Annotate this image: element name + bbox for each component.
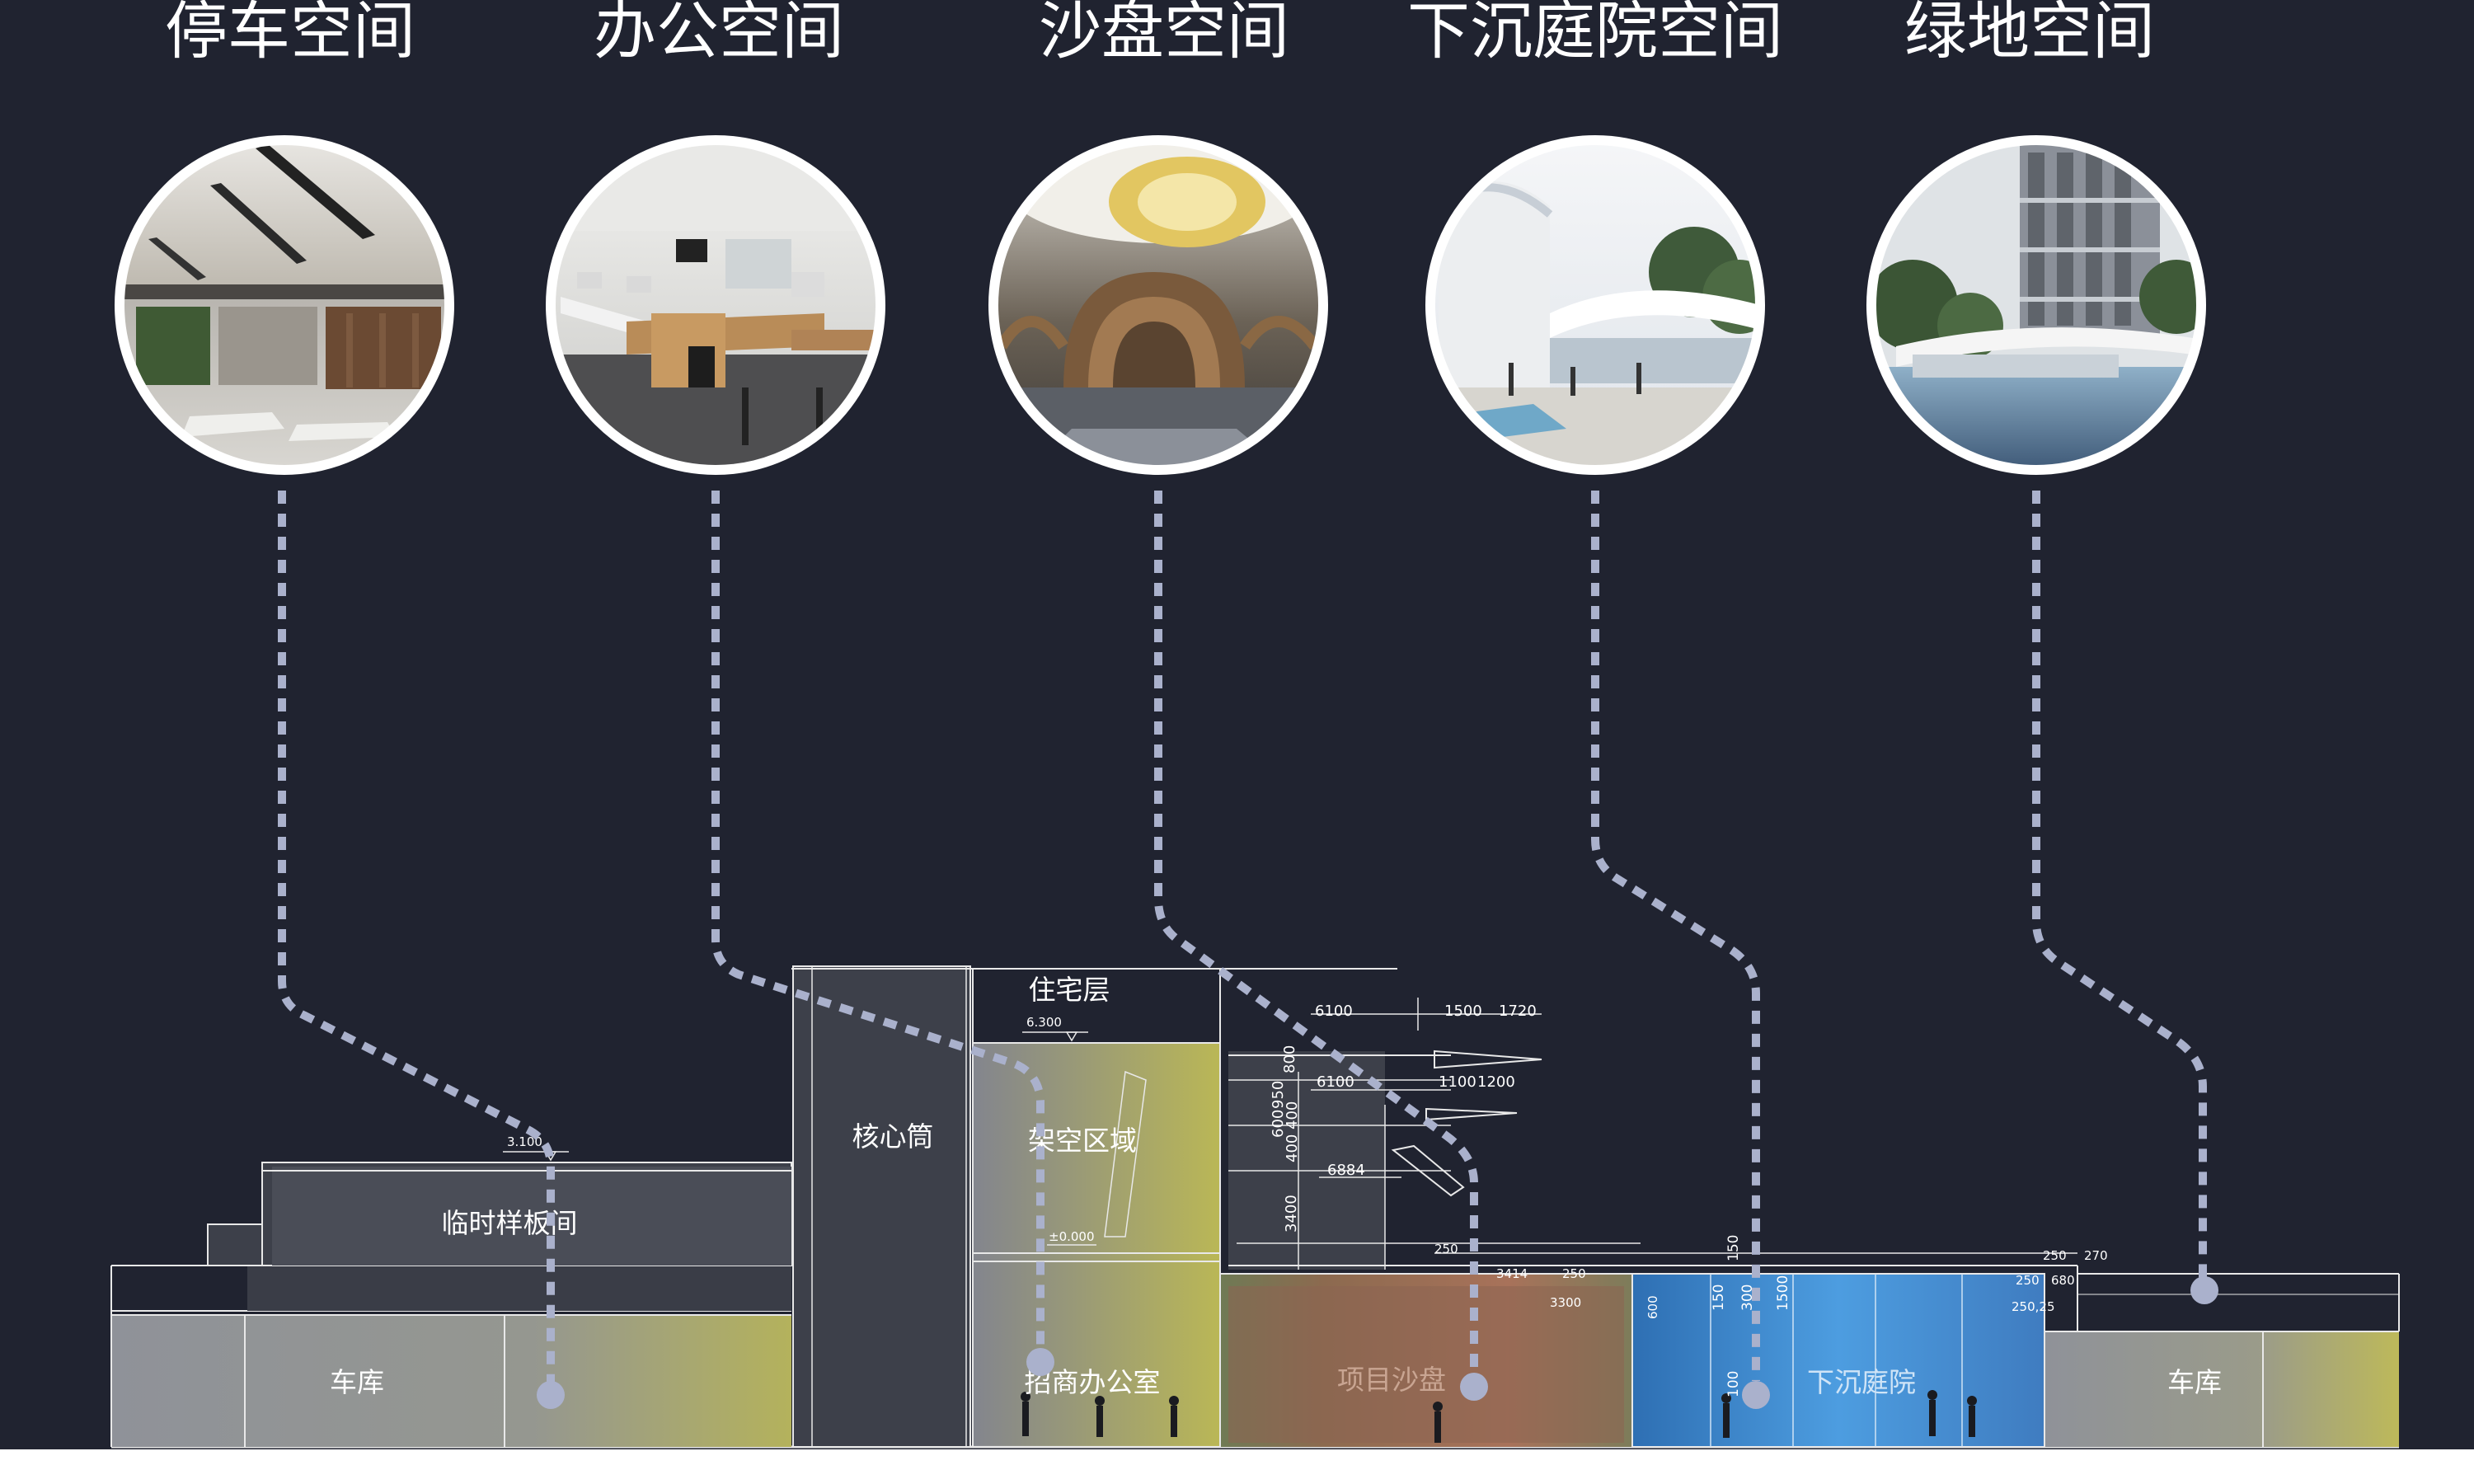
dim-1720: 1720 <box>1499 1003 1537 1020</box>
dim-600b: 600 <box>1645 1295 1660 1319</box>
dim-6100-mid: 6100 <box>1317 1073 1354 1091</box>
heading-parking: 停车空间 <box>165 0 415 68</box>
label-elevated-area: 架空区域 <box>1028 1125 1137 1157</box>
connector-sand-table <box>1154 491 1478 1377</box>
dim-800: 800 <box>1281 1045 1298 1073</box>
level-label-ground: ±0.000 <box>1049 1229 1095 1244</box>
heading-green-space: 绿地空间 <box>1904 0 2155 68</box>
connector-lines <box>278 491 2207 1393</box>
dim-150b: 150 <box>1711 1284 1727 1311</box>
dim-1100: 1100 <box>1439 1073 1476 1091</box>
dim-3414: 3414 <box>1496 1266 1528 1281</box>
dim-3300: 3300 <box>1550 1295 1581 1310</box>
dim-6100-top: 6100 <box>1315 1003 1353 1020</box>
connector-office <box>711 491 1045 1356</box>
endpoint-dot-sand-table <box>1460 1373 1488 1401</box>
dim-6884: 6884 <box>1327 1162 1365 1179</box>
people-silhouettes <box>1021 1390 1977 1443</box>
connector-parking <box>278 491 555 1393</box>
connector-green-space <box>2032 491 2207 1282</box>
elevated-area-block <box>972 1042 1221 1254</box>
dim-1500: 1500 <box>1444 1003 1482 1020</box>
dim-250b: 250 <box>1562 1266 1586 1281</box>
label-sand-table: 项目沙盘 <box>1337 1364 1446 1396</box>
endpoint-dot-office <box>1026 1348 1054 1376</box>
sunken-courtyard-block <box>1632 1274 2044 1447</box>
dim-600: 600 <box>1270 1110 1287 1138</box>
level-label-residential: 6.300 <box>1026 1015 1062 1030</box>
dim-3400: 3400 <box>1283 1195 1300 1233</box>
dim-250a: 250 <box>1434 1242 1458 1256</box>
label-core-tube: 核心筒 <box>852 1120 934 1153</box>
label-garage-right: 车库 <box>2167 1366 2222 1398</box>
dim-270: 270 <box>2084 1248 2108 1263</box>
label-temp-sample-room: 临时样板间 <box>442 1207 578 1239</box>
parking-photo-circle <box>115 135 454 475</box>
endpoint-dot-parking <box>537 1381 565 1409</box>
dim-1500b: 1500 <box>1775 1275 1791 1311</box>
dim-400b: 400 <box>1284 1134 1301 1162</box>
dim-250c: 250 <box>2043 1248 2067 1263</box>
garage-left-block <box>111 1315 791 1447</box>
label-sunken-courtyard: 下沉庭院 <box>1807 1366 1916 1398</box>
dim-400a: 400 <box>1284 1101 1301 1129</box>
dimension-labels: 6100 1500 1720 6100 1100 1200 6884 800 9… <box>1270 1003 2108 1397</box>
dim-950: 950 <box>1270 1081 1287 1109</box>
heading-sunken-courtyard: 下沉庭院空间 <box>1407 0 1783 68</box>
label-garage-left: 车库 <box>330 1366 384 1398</box>
endpoint-dot-sunken-courtyard <box>1742 1381 1770 1409</box>
dim-250d: 250 <box>2016 1273 2040 1288</box>
dim-1200: 1200 <box>1477 1073 1515 1091</box>
bottom-white-band <box>0 1449 2474 1484</box>
label-residential-floor: 住宅层 <box>1029 974 1110 1006</box>
office-photo-circle <box>546 135 885 475</box>
heading-office: 办公空间 <box>594 0 844 68</box>
level-label-roof-left: 3.100 <box>507 1134 542 1149</box>
dim-680: 680 <box>2051 1273 2075 1288</box>
dim-25025: 250,25 <box>2012 1299 2055 1314</box>
green-space-photo-circle <box>1866 135 2206 475</box>
heading-sand-table: 沙盘空间 <box>1039 0 1289 68</box>
dim-100: 100 <box>1725 1371 1742 1397</box>
dim-150: 150 <box>1725 1235 1742 1261</box>
endpoint-dot-green-space <box>2190 1276 2218 1304</box>
garage-right-block <box>2044 1331 2399 1447</box>
core-tube-block <box>792 965 971 1448</box>
